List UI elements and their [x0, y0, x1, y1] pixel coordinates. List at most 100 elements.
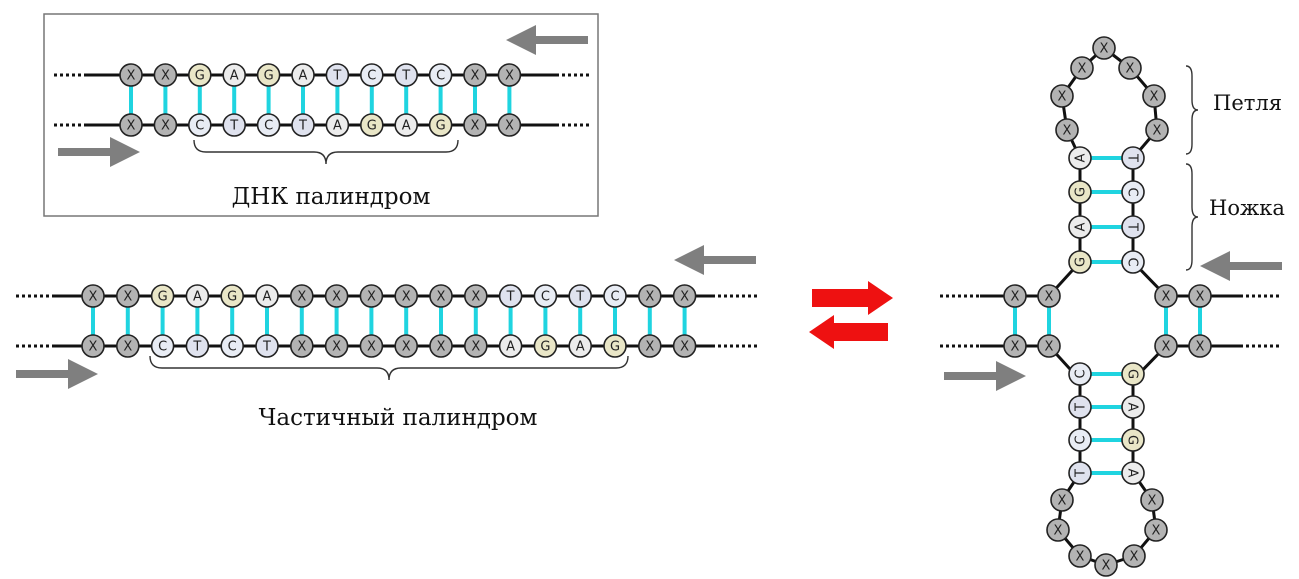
nucleotide-base-label: X	[1063, 124, 1072, 139]
nucleotide-circle	[1068, 362, 1092, 386]
nucleotide-base-label: X	[505, 69, 514, 84]
nucleotide-base-label: X	[367, 290, 376, 305]
nucleotide-g: G	[1068, 250, 1092, 274]
nucleotide-x: X	[289, 284, 314, 308]
nucleotide-base-label: X	[505, 119, 514, 134]
nucleotide-c: C	[359, 63, 384, 87]
nucleotide-c: C	[150, 334, 175, 358]
nucleotide-base-label: X	[332, 290, 341, 305]
nucleotide-circle	[463, 63, 487, 87]
nucleotide-base-label: X	[1126, 62, 1135, 77]
nucleotide-base-label: X	[645, 340, 654, 355]
nucleotide-circle	[429, 284, 453, 308]
nucleotide-circle	[1142, 84, 1166, 108]
nucleotide-circle	[1154, 334, 1178, 358]
nucleotide-circle	[81, 334, 105, 358]
nucleotide-circle	[463, 284, 488, 308]
nucleotide-circle	[428, 63, 453, 87]
nucleotide-g: G	[256, 63, 281, 87]
nucleotide-circle	[1068, 544, 1092, 568]
nucleotide-base-label: A	[230, 69, 239, 84]
nucleotide-t: T	[222, 113, 246, 137]
nucleotide-circle	[324, 284, 349, 308]
direction-arrow-icon	[944, 361, 1026, 391]
nucleotide-circle	[256, 63, 281, 87]
nucleotide-x: X	[497, 63, 522, 87]
nucleotide-circle	[220, 284, 244, 308]
nucleotide-a: A	[325, 113, 350, 137]
nucleotide-circle	[1050, 488, 1074, 512]
nucleotide-x: X	[497, 113, 522, 137]
direction-arrow-icon	[16, 359, 98, 389]
nucleotide-circle	[359, 63, 384, 87]
nucleotide-base-label: X	[1150, 90, 1159, 105]
nucleotide-a: A	[222, 63, 246, 87]
nucleotide-base-label: A	[1074, 153, 1089, 162]
nucleotide-base-label: X	[1153, 124, 1162, 139]
nucleotide-base-label: X	[367, 340, 376, 355]
nucleotide-base-label: X	[1130, 550, 1139, 565]
nucleotide-base-label: X	[437, 290, 446, 305]
nucleotide-base-label: X	[297, 340, 306, 355]
nucleotide-base-label: A	[1125, 403, 1140, 412]
nucleotide-circle	[1037, 284, 1061, 308]
nucleotide-base-label: X	[1054, 524, 1063, 539]
nucleotides: XXXXGCATGCATTACGTACGXXXXXXXXGCATGCATXXXX…	[81, 36, 1212, 577]
nucleotide-circle	[1121, 215, 1145, 239]
nucleotide-t: T	[325, 63, 350, 87]
nucleotide-circle	[220, 334, 244, 358]
nucleotide-x: X	[1055, 118, 1079, 142]
nucleotide-base-label: C	[228, 340, 237, 355]
nucleotide-x: X	[463, 113, 487, 137]
nucleotide-x: X	[1144, 518, 1168, 542]
nucleotide-circle	[1068, 215, 1092, 239]
nucleotide-x: X	[119, 113, 143, 137]
nucleotide-circle	[119, 63, 143, 87]
nucleotide-base-label: C	[367, 69, 376, 84]
nucleotide-circle	[1140, 488, 1164, 512]
nucleotide-circle	[1121, 146, 1145, 170]
nucleotide-circle	[498, 334, 523, 358]
direction-arrow-icon	[58, 137, 140, 167]
nucleotide-c: C	[428, 63, 453, 87]
nucleotide-circle	[394, 63, 419, 87]
nucleotide-x: X	[1094, 553, 1118, 577]
nucleotide-base-label: X	[123, 340, 132, 355]
nucleotide-circle	[1122, 544, 1146, 568]
nucleotide-circle	[188, 113, 212, 137]
nucleotide-x: X	[1188, 284, 1212, 308]
nucleotide-circle	[603, 334, 627, 358]
nucleotide-x: X	[463, 284, 488, 308]
nucleotide-x: X	[429, 284, 453, 308]
nucleotide-base-label: X	[471, 119, 480, 134]
nucleotide-x: X	[1068, 544, 1092, 568]
nucleotide-base-label: X	[1011, 340, 1020, 355]
nucleotide-x: X	[359, 334, 384, 358]
nucleotide-circle	[463, 334, 488, 358]
loop-brace	[1185, 65, 1199, 155]
nucleotide-circle	[150, 334, 175, 358]
nucleotide-g: G	[188, 63, 212, 87]
forward-reaction-arrow	[812, 281, 893, 315]
nucleotide-circle	[1121, 461, 1145, 485]
nucleotide-circle	[359, 334, 384, 358]
nucleotide-base-label: G	[1125, 435, 1140, 445]
nucleotide-circle	[1145, 118, 1169, 142]
nucleotide-x: X	[81, 334, 105, 358]
nucleotide-base-label: X	[437, 340, 446, 355]
nucleotide-x: X	[637, 334, 662, 358]
nucleotide-a: A	[255, 284, 279, 308]
nucleotide-circle	[150, 284, 175, 308]
nucleotide-circle	[359, 284, 384, 308]
nucleotide-base-label: X	[471, 290, 480, 305]
nucleotide-circle	[497, 63, 522, 87]
nucleotide-circle	[1121, 180, 1145, 204]
nucleotide-circle	[222, 113, 246, 137]
nucleotide-circle	[497, 113, 522, 137]
nucleotide-base-label: T	[192, 340, 201, 355]
direction-arrow-icon	[674, 245, 756, 275]
nucleotide-circle	[603, 284, 627, 308]
nucleotide-circle	[1094, 553, 1118, 577]
nucleotide-base-label: X	[1045, 290, 1054, 305]
